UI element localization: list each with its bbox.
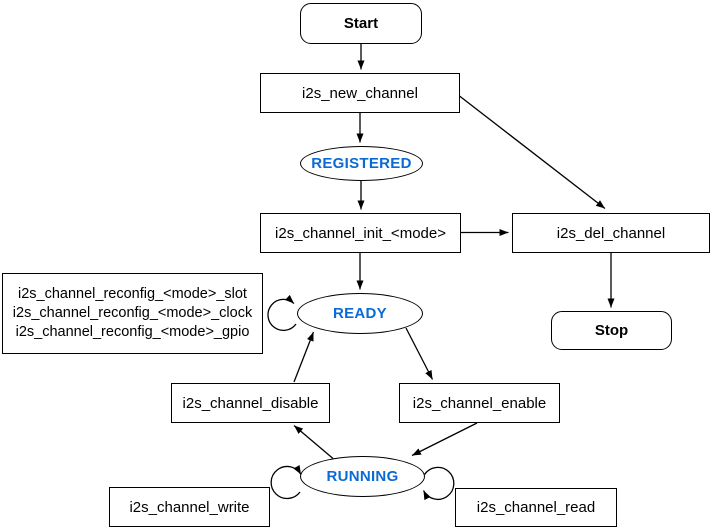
node-state-ready: READY: [297, 293, 423, 334]
node-i2s-channel-init: i2s_channel_init_<mode>: [260, 213, 461, 253]
edge-running-self-loop-right: [422, 466, 455, 501]
edge-running-self-loop-left: [270, 464, 302, 500]
node-stop: Stop: [551, 311, 672, 350]
node-reconfig-functions: i2s_channel_reconfig_<mode>_slot i2s_cha…: [2, 273, 263, 354]
edge-enable-to-running: [411, 422, 478, 457]
node-i2s-channel-read: i2s_channel_read: [455, 488, 617, 527]
node-state-running: RUNNING: [300, 456, 425, 497]
node-state-registered: REGISTERED: [300, 146, 423, 181]
edge-running-to-disable: [293, 425, 334, 459]
reconfig-gpio-label: i2s_channel_reconfig_<mode>_gpio: [15, 324, 250, 340]
node-i2s-new-channel: i2s_new_channel: [260, 73, 460, 113]
node-i2s-channel-disable: i2s_channel_disable: [171, 383, 330, 423]
reconfig-clock-label: i2s_channel_reconfig_<mode>_clock: [12, 305, 253, 321]
node-i2s-channel-enable: i2s_channel_enable: [399, 383, 560, 423]
edge-new-channel-to-del-channel: [459, 95, 606, 210]
node-i2s-channel-write: i2s_channel_write: [109, 487, 270, 527]
edge-ready-to-enable: [405, 327, 434, 380]
edge-disable-to-ready: [293, 331, 315, 383]
node-i2s-del-channel: i2s_del_channel: [512, 213, 710, 253]
node-start: Start: [300, 3, 422, 44]
reconfig-slot-label: i2s_channel_reconfig_<mode>_slot: [18, 286, 247, 302]
edge-ready-self-loop: [267, 294, 297, 331]
